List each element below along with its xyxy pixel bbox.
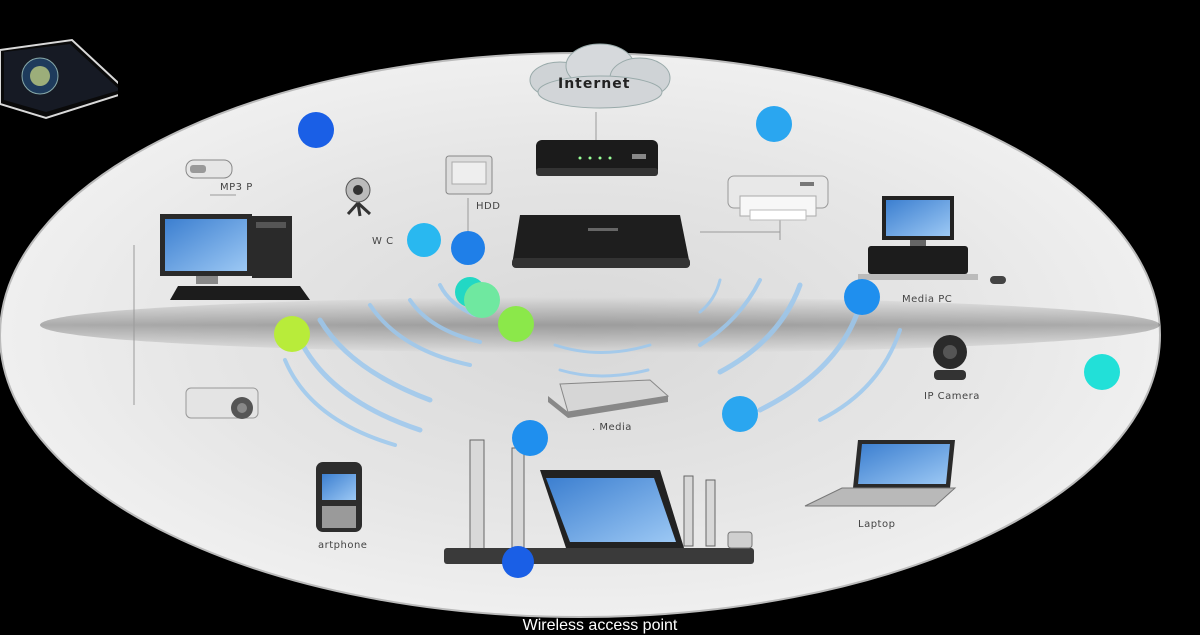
dot-blue bbox=[502, 546, 534, 578]
signal-dots bbox=[274, 106, 1120, 578]
media-pc-icon bbox=[858, 196, 1006, 284]
internet-label: Internet bbox=[558, 76, 631, 92]
diagram-caption: Wireless access point bbox=[522, 617, 678, 634]
dot-blue bbox=[298, 112, 334, 148]
mp3-label: MP3 P bbox=[220, 182, 253, 193]
hdd-label: HDD bbox=[476, 201, 501, 212]
laptop-icon bbox=[804, 440, 957, 507]
hdd-icon bbox=[445, 155, 493, 195]
ip-camera-icon bbox=[933, 335, 967, 380]
dot-green bbox=[498, 306, 534, 342]
internet-cloud-icon bbox=[529, 43, 671, 109]
mp3-player-icon bbox=[185, 159, 233, 179]
modem-icon bbox=[536, 140, 658, 176]
dot-lightblue bbox=[722, 396, 758, 432]
laptop-label: Laptop bbox=[858, 519, 896, 530]
galactic-band bbox=[40, 297, 1160, 353]
dot-lightblue bbox=[407, 223, 441, 257]
digital-camera-icon bbox=[185, 387, 259, 419]
webcam-icon bbox=[345, 177, 372, 217]
connector-lines bbox=[133, 112, 781, 405]
dot-lightblue bbox=[756, 106, 792, 142]
dot-lime bbox=[274, 316, 310, 352]
home-theater-icon bbox=[444, 439, 754, 564]
dot-blue bbox=[451, 231, 485, 265]
smartphone-icon bbox=[316, 462, 362, 532]
desktop-pc-icon bbox=[160, 214, 310, 300]
smartphone-label: artphone bbox=[318, 540, 368, 551]
wireless-router-icon bbox=[512, 215, 690, 268]
logo-badge-icon bbox=[0, 38, 118, 120]
dot-blue bbox=[844, 279, 880, 315]
media-pc-label: Media PC bbox=[902, 294, 953, 305]
dot-blue bbox=[512, 420, 548, 456]
wireless-waves bbox=[283, 278, 902, 447]
media-player-icon bbox=[548, 379, 670, 418]
dot-green bbox=[464, 282, 500, 318]
media-label: . Media bbox=[592, 422, 632, 433]
printer-icon bbox=[727, 175, 829, 221]
ip-camera-label: IP Camera bbox=[924, 391, 980, 402]
webcam-label: W C bbox=[372, 236, 394, 247]
dot-cyan bbox=[1084, 354, 1120, 390]
